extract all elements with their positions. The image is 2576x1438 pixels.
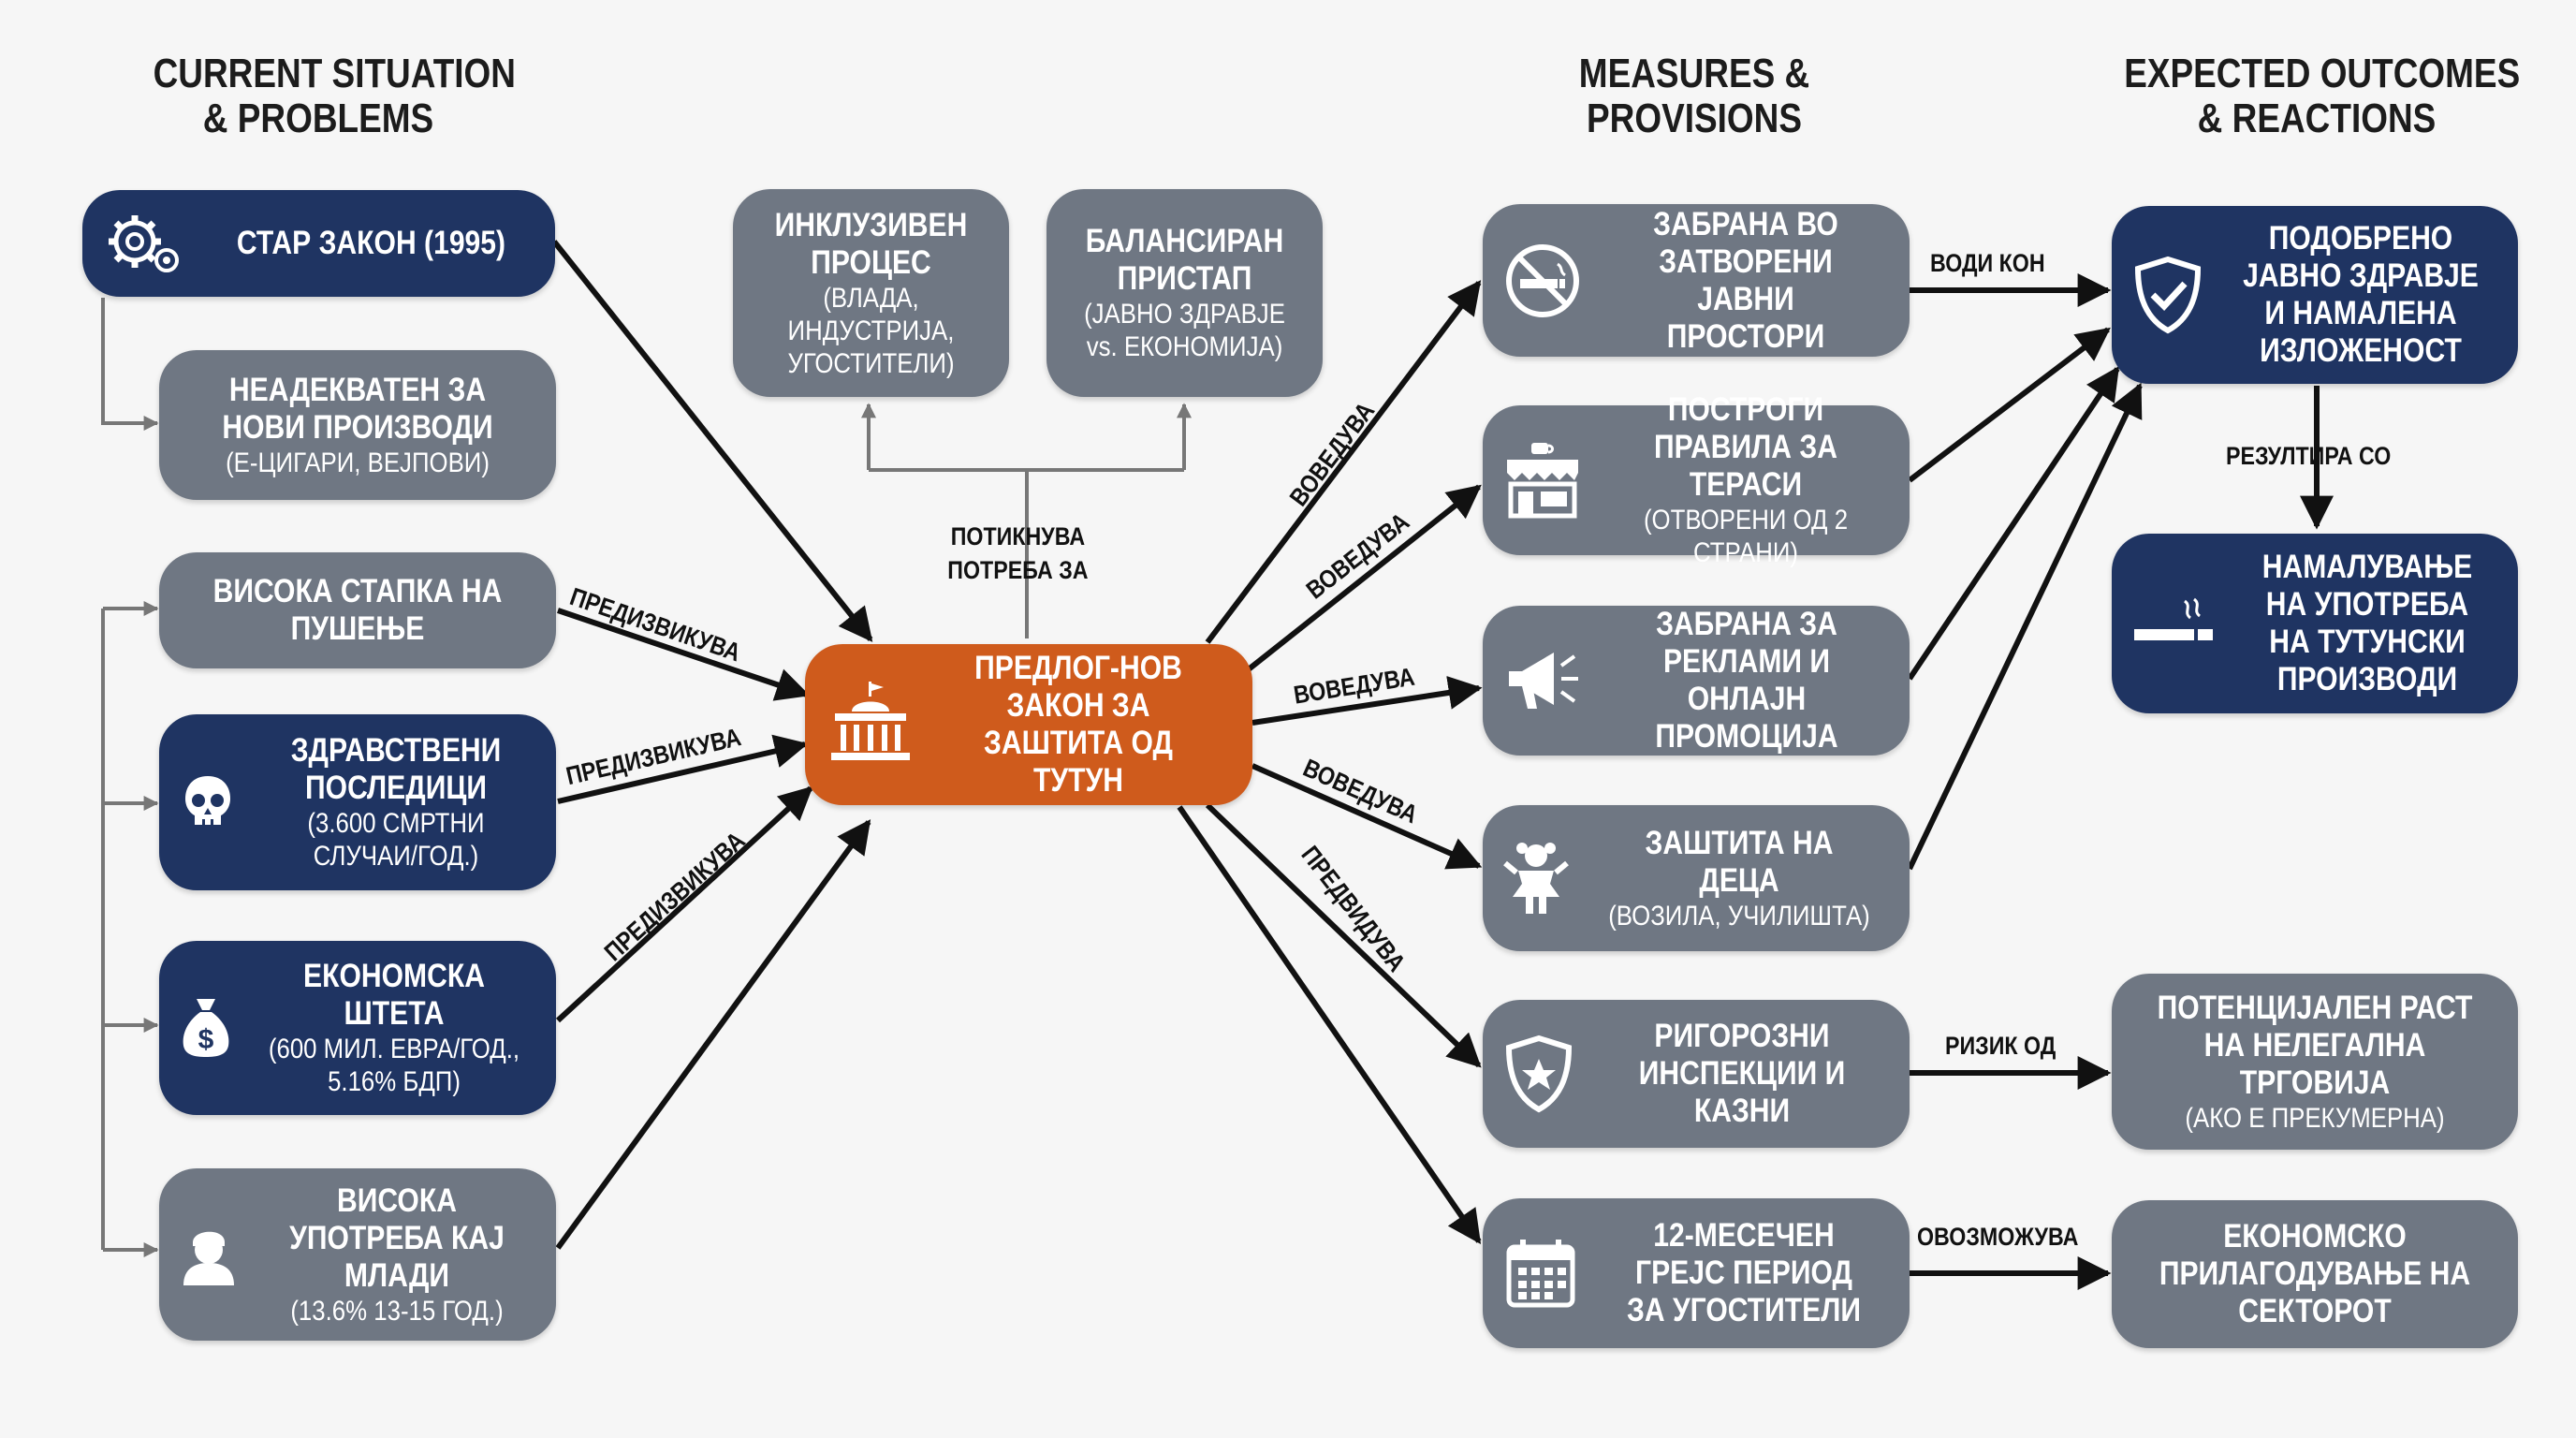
gears-icon: [103, 206, 187, 281]
edge-label-results-in: РЕЗУЛТИРА СО: [2226, 442, 2392, 470]
node-inadequate-detail: (Е-ЦИГАРИ, ВЕЈПОВИ): [226, 447, 490, 478]
edge-label-enables: ОВОЗМОЖУВА: [1917, 1223, 2079, 1251]
node-indoor-ban: ЗАБРАНА ВО ЗАТВОРЕНИ ЈАВНИ ПРОСТОРИ: [1483, 204, 1910, 357]
cafe-icon: [1503, 441, 1582, 520]
edge-label-risk-of: РИЗИК ОД: [1945, 1032, 2056, 1060]
arrow-old-law-to-center: [551, 240, 873, 642]
calendar-icon: [1503, 1236, 1578, 1311]
arrow-high-rate-to-center: [557, 608, 811, 701]
arrow-center-to-terraces: [1243, 484, 1482, 675]
arrow-youth-to-center: [555, 819, 871, 1250]
node-terraces: ПОСТРОГИ ПРАВИЛА ЗА ТЕРАСИ (ОТВОРЕНИ ОД …: [1483, 391, 1910, 568]
megaphone-icon: [1503, 643, 1584, 718]
edge-label-prompted: ПОТИКНУВА ПОТРЕБА ЗА: [945, 520, 1090, 587]
node-health-title: ЗДРАВСТВЕНИ ПОСЛЕДИЦИ: [290, 732, 502, 806]
node-balanced-detail: (ЈАВНО ЗДРАВЈЕ vs. ЕКОНОМИЈА): [1084, 299, 1285, 362]
header-expected-outcomes: EXPECTED OUTCOMES& REACTIONS: [2124, 51, 2521, 141]
header-current-situation: CURRENT SITUATION& PROBLEMS: [153, 51, 516, 141]
node-illegal-trade-detail: (АКО Е ПРЕКУМЕРНА): [2185, 1102, 2445, 1134]
node-old-law-title: СТАР ЗАКОН (1995): [236, 225, 506, 261]
node-terraces-detail: (ОТВОРЕНИ ОД 2 СТРАНИ): [1643, 505, 1849, 568]
arrow-health-to-center: [557, 734, 809, 804]
cigarette-icon: [2132, 595, 2217, 652]
node-old-law: СТАР ЗАКОН (1995): [82, 190, 555, 297]
node-reduced-use: НАМАЛУВАЊЕ НА УПОТРЕБА НА ТУТУНСКИ ПРОИЗ…: [2112, 534, 2518, 713]
node-economic-adjustment-title: ЕКОНОМСКО ПРИЛАГОДУВАЊЕ НА СЕКТОРОТ: [2159, 1218, 2471, 1329]
node-improved-health: ПОДОБРЕНО ЈАВНО ЗДРАВЈЕ И НАМАЛЕНА ИЗЛОЖ…: [2112, 206, 2518, 384]
node-inclusive-title: ИНКЛУЗИВЕН ПРОЦЕС: [774, 206, 968, 281]
node-improved-health-title: ПОДОБРЕНО ЈАВНО ЗДРАВЈЕ И НАМАЛЕНА ИЗЛОЖ…: [2243, 220, 2479, 369]
node-illegal-trade: ПОТЕНЦИЈАЛЕН РАСТ НА НЕЛЕГАЛНА ТРГОВИЈА …: [2112, 974, 2518, 1150]
teen-icon: [180, 1222, 238, 1287]
arrow-center-to-children: [1251, 763, 1483, 870]
node-proposal-law: ПРЕДЛОГ-НОВ ЗАКОН ЗА ЗАШТИТА ОД ТУТУН: [805, 644, 1252, 805]
node-health-detail: (3.600 СМРТНИ СЛУЧАИ/ГОД.): [307, 808, 485, 872]
police-badge-icon: [1503, 1034, 1574, 1113]
edge-label-prompted-line1: ПОТИКНУВА: [950, 522, 1086, 550]
edge-label-prompted-line2: ПОТРЕБА ЗА: [947, 556, 1089, 584]
connector-old-to-inadequate: [101, 298, 159, 431]
node-ads-ban-title: ЗАБРАНА ЗА РЕКЛАМИ И ОНЛАЈН ПРОМОЦИЈА: [1655, 606, 1838, 755]
parliament-icon: [826, 682, 915, 768]
node-youth-detail: (13.6% 13-15 ГОД.): [290, 1295, 504, 1327]
node-proposal-title: ПРЕДЛОГ-НОВ ЗАКОН ЗА ЗАШТИТА ОД ТУТУН: [974, 650, 1182, 799]
node-grace-title: 12-МЕСЕЧЕН ГРЕЈС ПЕРИОД ЗА УГОСТИТЕЛИ: [1627, 1217, 1861, 1328]
node-inspections: РИГОРОЗНИ ИНСПЕКЦИИ И КАЗНИ: [1483, 1000, 1910, 1148]
node-illegal-trade-title: ПОТЕНЦИЈАЛЕН РАСТ НА НЕЛЕГАЛНА ТРГОВИЈА: [2157, 989, 2473, 1101]
node-high-rate: ВИСОКА СТАПКА НА ПУШЕЊЕ: [159, 552, 556, 668]
money-bag-icon: $: [180, 995, 232, 1061]
node-high-rate-title: ВИСОКА СТАПКА НА ПУШЕЊЕ: [212, 573, 503, 647]
node-children-title: ЗАШТИТА НА ДЕЦА: [1645, 824, 1834, 899]
svg-text:$: $: [198, 1024, 214, 1055]
node-economic-adjustment: ЕКОНОМСКО ПРИЛАГОДУВАЊЕ НА СЕКТОРОТ: [2112, 1200, 2518, 1348]
node-inspections-title: РИГОРОЗНИ ИНСПЕКЦИИ И КАЗНИ: [1638, 1018, 1846, 1129]
node-youth-title: ВИСОКА УПОТРЕБА КАЈ МЛАДИ: [289, 1181, 505, 1294]
arrow-economic-to-center: [555, 785, 813, 1023]
shield-check-icon: [2132, 256, 2203, 334]
node-youth-use: ВИСОКА УПОТРЕБА КАЈ МЛАДИ (13.6% 13-15 Г…: [159, 1168, 556, 1341]
node-inadequate: НЕАДЕКВАТЕН ЗА НОВИ ПРОИЗВОДИ (Е-ЦИГАРИ,…: [159, 350, 556, 500]
arrow-ads-to-health: [1907, 366, 2120, 681]
arrow-center-to-ads-ban: [1251, 676, 1483, 726]
node-balanced-approach: БАЛАНСИРАН ПРИСТАП (ЈАВНО ЗДРАВЈЕ vs. ЕК…: [1046, 189, 1323, 397]
node-economic-damage: $ ЕКОНОМСКА ШТЕТА (600 МИЛ. ЕВРА/ГОД., 5…: [159, 941, 556, 1115]
node-reduced-use-title: НАМАЛУВАЊЕ НА УПОТРЕБА НА ТУТУНСКИ ПРОИЗ…: [2261, 549, 2473, 697]
arrow-children-to-health: [1907, 382, 2143, 871]
no-smoking-icon: [1503, 242, 1582, 320]
node-inclusive-detail: (ВЛАДА, ИНДУСТРИЈА, УГОСТИТЕЛИ): [787, 282, 955, 379]
node-grace-period: 12-МЕСЕЧЕН ГРЕЈС ПЕРИОД ЗА УГОСТИТЕЛИ: [1483, 1198, 1910, 1348]
arrow-center-to-inspections: [1205, 802, 1482, 1068]
node-inadequate-title: НЕАДЕКВАТЕН ЗА НОВИ ПРОИЗВОДИ: [222, 371, 493, 446]
arrow-center-to-indoor-ban: [1205, 280, 1482, 644]
node-economic-detail: (600 МИЛ. ЕВРА/ГОД., 5.16% БДП): [268, 1034, 520, 1097]
node-children-detail: (ВОЗИЛА, УЧИЛИШТА): [1608, 900, 1870, 932]
skull-icon: [180, 772, 236, 832]
node-ads-ban: ЗАБРАНА ЗА РЕКЛАМИ И ОНЛАЈН ПРОМОЦИЈА: [1483, 606, 1910, 756]
node-economic-title: ЕКОНОМСКА ШТЕТА: [303, 958, 485, 1032]
node-balanced-title: БАЛАНСИРАН ПРИСТАП: [1085, 223, 1284, 297]
arrow-terraces-to-health: [1908, 327, 2111, 483]
edge-label-leads-to: ВОДИ КОН: [1930, 249, 2045, 277]
node-inclusive-process: ИНКЛУЗИВЕН ПРОЦЕС (ВЛАДА, ИНДУСТРИЈА, УГ…: [733, 189, 1009, 397]
node-indoor-ban-title: ЗАБРАНА ВО ЗАТВОРЕНИ ЈАВНИ ПРОСТОРИ: [1653, 205, 1838, 355]
node-terraces-title: ПОСТРОГИ ПРАВИЛА ЗА ТЕРАСИ: [1654, 391, 1837, 503]
header-measures: MEASURES &PROVISIONS: [1578, 51, 1810, 141]
node-children: ЗАШТИТА НА ДЕЦА (ВОЗИЛА, УЧИЛИШТА): [1483, 805, 1910, 951]
arrow-center-to-grace: [1177, 805, 1482, 1244]
child-icon: [1503, 839, 1569, 917]
node-health-consequences: ЗДРАВСТВЕНИ ПОСЛЕДИЦИ (3.600 СМРТНИ СЛУЧ…: [159, 714, 556, 890]
